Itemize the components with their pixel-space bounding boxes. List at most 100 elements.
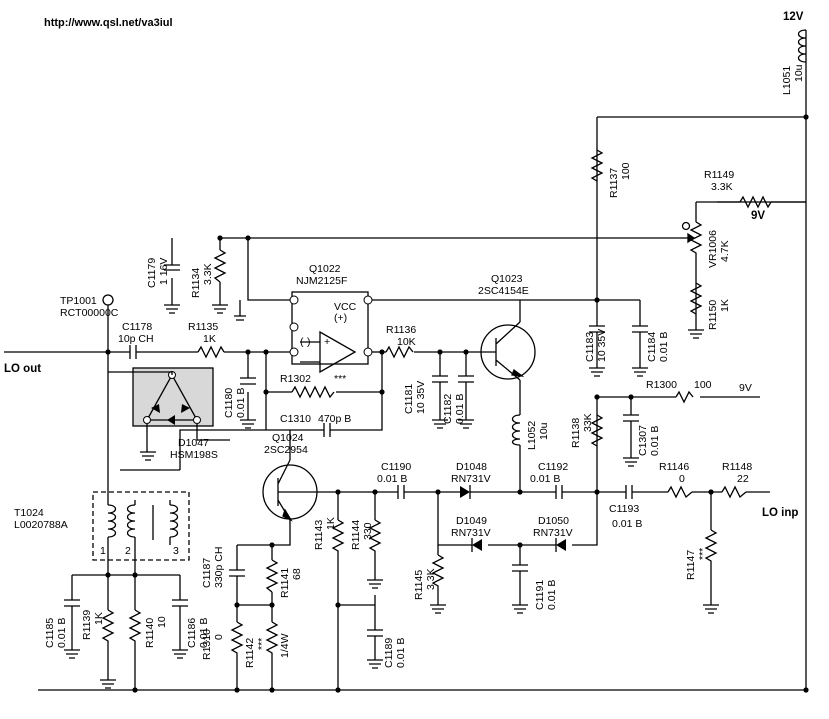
transistor-q1024 (262, 459, 318, 522)
r1146-val: 0 (679, 473, 685, 485)
wires (4, 30, 807, 691)
c1192-val: 0.01 B (530, 473, 560, 485)
r1302-val: *** (334, 373, 346, 385)
c1310-ref: C1310 (280, 413, 311, 425)
d1047-ref: D1047 (178, 437, 209, 449)
c1182-ref: C1182 (442, 394, 454, 424)
d1049-val: RN731V (451, 527, 491, 539)
r1139-ref: R1139 (81, 610, 93, 640)
r1134-val: 3.3K (202, 263, 214, 285)
q1023-part: 2SC4154E (478, 285, 529, 297)
q1023-ref: Q1023 (491, 273, 523, 285)
t1024-pin2: 2 (125, 545, 131, 557)
resistors (101, 149, 806, 660)
transformer-t1024: 1 2 3 (92, 470, 190, 561)
d1050-ref: D1050 (538, 515, 569, 527)
c1190-ref: C1190 (381, 461, 411, 473)
r1145-val: 3.3K (425, 568, 437, 590)
source-url: http://www.qsl.net/va3iul (44, 17, 173, 29)
r1137-ref: R1137 (608, 168, 620, 198)
c1180-ref: C1180 (223, 388, 235, 418)
c1190-val: 0.01 B (377, 473, 407, 485)
r1300-val: 100 (694, 379, 712, 391)
c1179-ref: C1179 (146, 258, 158, 288)
potentiometer-vr1006 (680, 221, 703, 255)
vr1006-ref: VR1006 (707, 230, 719, 268)
t1024-part: L0020788A (14, 519, 68, 531)
r1140-val: 10 (156, 616, 168, 628)
r1300-ref: R1300 (646, 379, 677, 391)
opamp-minus: (-) (300, 336, 311, 348)
r1149-val: 3.3K (711, 181, 733, 193)
inductor-l1052 (511, 414, 521, 446)
c1187-ref: C1187 (201, 558, 213, 588)
capacitors (64, 264, 648, 660)
q1024-part: 2SC2954 (264, 444, 308, 456)
r1135-ref: R1135 (188, 321, 218, 333)
r1136-val: 10K (397, 336, 416, 348)
r1143-val: 1K (325, 517, 337, 530)
d1049-ref: D1049 (456, 515, 487, 527)
r1310-ref: R1310 (201, 629, 213, 660)
c1184-ref: C1184 (646, 332, 658, 362)
r1145-ref: R1145 (413, 570, 425, 600)
transistor-q1023 (480, 321, 536, 381)
t1024-pin1: 1 (100, 545, 106, 557)
c1180-val: 0.01 B (235, 388, 247, 418)
r1144-val: 330 (362, 522, 374, 540)
r1138-ref: R1138 (570, 418, 582, 448)
d1050-val: RN731V (533, 527, 573, 539)
diode-bridge-d1047 (108, 367, 230, 452)
c1189-ref: C1189 (383, 638, 395, 668)
vr1006-val: 4.7K (719, 240, 731, 262)
c1182-val: 0.01 B (454, 394, 466, 424)
c1187-val: 330p CH (213, 547, 225, 588)
c1191-ref: C1191 (534, 580, 546, 610)
r1137-val: 100 (620, 162, 632, 180)
c1307-ref: C1307 (637, 425, 649, 456)
inductor-l1051 (797, 29, 807, 63)
r1139-val: 1K (93, 612, 105, 625)
c1181-ref: C1181 (403, 384, 415, 414)
r1148-val: 22 (737, 473, 749, 485)
d1047-part: HSM198S (170, 449, 218, 461)
c1189-val: 0.01 B (395, 638, 407, 668)
q1022-ref: Q1022 (309, 263, 341, 275)
r1148-ref: R1148 (722, 461, 752, 473)
r1147-val: *** (697, 548, 709, 560)
lo-out-label: LO out (4, 363, 41, 375)
r1147-ref: R1147 (685, 550, 697, 580)
c1184-val: 0.01 B (658, 332, 670, 362)
c1186-val: 0.01 B (198, 618, 210, 648)
opamp-q1022: + (-) VCC (+) (289, 291, 373, 374)
t1024-ref: T1024 (14, 507, 44, 519)
l1052-val: 10u (538, 422, 550, 440)
r1150-ref: R1150 (707, 300, 719, 330)
c1179-val: 1 16V (158, 258, 170, 285)
r1150-val: 1K (719, 299, 731, 312)
junction-dots (105, 114, 809, 693)
c1185-val: 0.01 B (56, 618, 68, 648)
supply-9v-bias-label: 9V (739, 382, 752, 394)
r1144-ref: R1144 (350, 520, 362, 550)
opamp-vcc: VCC (334, 301, 357, 313)
c1181-val: 10 35V (415, 381, 427, 414)
c1178-ref: C1178 (122, 321, 152, 333)
r1136-ref: R1136 (386, 324, 416, 336)
c1178-val: 10p CH (118, 333, 154, 345)
part-labels: Q1022 NJM2125F Q1023 2SC4154E Q1024 2SC2… (14, 169, 752, 539)
opamp-vplus: (+) (334, 312, 347, 324)
l1052-ref: L1052 (526, 421, 538, 450)
l1051-ref: L1051 (781, 66, 793, 95)
supply-12v-label: 12V (783, 11, 804, 23)
c1193-ref: C1193 (609, 503, 639, 515)
c1185-ref: C1185 (44, 618, 56, 648)
c1307-val: 0.01 B (649, 426, 661, 456)
diodes (460, 485, 566, 552)
c1192-ref: C1192 (538, 461, 568, 473)
q1024-ref: Q1024 (272, 432, 304, 444)
r1135-val: 1K (203, 333, 216, 345)
l1051-val: 10u (793, 64, 805, 82)
